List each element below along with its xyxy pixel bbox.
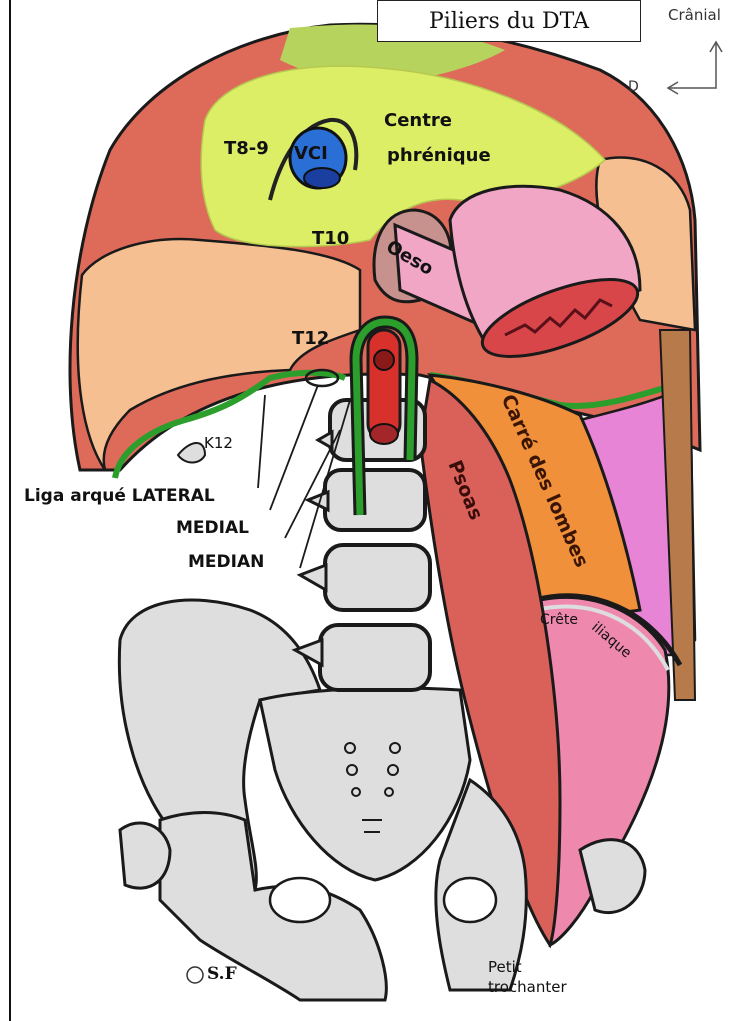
- palette-icon: [186, 966, 204, 984]
- label-crete: Crête: [540, 612, 578, 628]
- crura-green: [352, 318, 416, 516]
- orientation-arrows: [666, 40, 723, 95]
- label-t12: T12: [292, 328, 330, 349]
- label-t10: T10: [312, 228, 350, 249]
- psoas: [418, 377, 562, 949]
- leader-lines: [257, 384, 351, 569]
- femur-head-right: [578, 838, 647, 915]
- pelvis-sacrum: [258, 686, 472, 882]
- label-trochanter: trochanter: [488, 978, 567, 996]
- lateral-arcuate-loop: [304, 368, 340, 388]
- stomach-mucosa: [504, 298, 613, 337]
- label-liga-lateral: Liga arqué LATERAL: [24, 486, 215, 506]
- label-vci: VCI: [294, 143, 328, 164]
- cranial-label: Crânial: [668, 6, 721, 24]
- k12-rib: [176, 442, 207, 464]
- stomach-cut: [480, 278, 640, 358]
- label-median: MEDIAN: [188, 552, 265, 572]
- iliac-crest: [534, 593, 683, 667]
- diaphragm-inner: [76, 237, 362, 471]
- obturator-left: [268, 876, 332, 924]
- signature: S.F: [207, 964, 237, 984]
- diagram-title: Piliers du DTA: [429, 8, 589, 34]
- aorta-cut: [369, 423, 399, 445]
- label-petit: Petit: [488, 958, 522, 976]
- label-phrenique: phrénique: [387, 145, 491, 166]
- stomach: [448, 184, 642, 352]
- femur-head-left: [118, 821, 172, 890]
- vci-lumen: [303, 167, 341, 189]
- brown-strip: [658, 329, 697, 701]
- label-medial: MEDIAL: [176, 518, 249, 538]
- obturator-right: [442, 876, 498, 924]
- vci-ring: [268, 117, 359, 201]
- label-t8-9: T8-9: [224, 138, 269, 159]
- aorta-lumen: [373, 349, 395, 371]
- label-k12: K12: [204, 434, 233, 452]
- title-box: Piliers du DTA: [377, 0, 641, 42]
- diaphragm-right-inner: [595, 156, 697, 332]
- right-label: D: [628, 79, 639, 95]
- label-centre: Centre: [384, 110, 452, 131]
- sacral-foramina: [344, 742, 401, 833]
- iliac-crest-inner: [534, 604, 670, 671]
